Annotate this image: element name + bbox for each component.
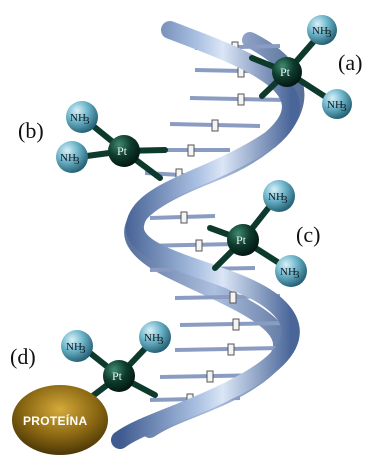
nh3-molecule	[56, 141, 88, 173]
nh3-subscript: 3	[294, 269, 300, 281]
pt-atom	[108, 135, 140, 167]
nh3-subscript: 3	[158, 335, 164, 347]
label-b: (b)	[18, 118, 44, 143]
nh3-label: NH	[60, 152, 76, 164]
nh3-label: NH	[312, 25, 328, 37]
nh3-label: NH	[70, 112, 86, 124]
pt-complex-b: NH 3 NH 3 Pt	[56, 101, 168, 181]
pt-complex-c: NH 3 NH 3 Pt	[207, 180, 307, 287]
label-d: (d)	[10, 344, 36, 369]
pt-label: Pt	[117, 144, 128, 158]
nh3-molecule	[322, 89, 352, 119]
nh3-subscript: 3	[80, 344, 86, 356]
pt-label: Pt	[280, 65, 291, 79]
nh3-subscript: 3	[84, 115, 90, 127]
protein-blob: PROTEÍNA	[12, 385, 108, 455]
nh3-label: NH	[144, 332, 160, 344]
nh3-label: NH	[327, 99, 343, 111]
pt-atom	[272, 57, 302, 87]
pt-label: Pt	[236, 233, 247, 247]
nh3-molecule	[275, 255, 307, 287]
nh3-molecule	[66, 101, 98, 133]
nh3-label: NH	[66, 341, 82, 353]
nh3-molecule	[307, 15, 337, 45]
nh3-molecule	[139, 321, 171, 353]
nh3-subscript: 3	[74, 155, 80, 167]
protein-label: PROTEÍNA	[23, 413, 87, 428]
pt-atom	[103, 360, 135, 392]
nh3-subscript: 3	[341, 102, 347, 114]
pt-complex-d: NH 3 NH 3 Pt	[61, 321, 171, 401]
nh3-label: NH	[280, 266, 296, 278]
label-c: (c)	[296, 222, 321, 247]
nh3-molecule	[61, 330, 93, 362]
nh3-subscript: 3	[326, 28, 332, 40]
pt-label: Pt	[112, 369, 123, 383]
nh3-subscript: 3	[282, 194, 288, 206]
label-a: (a)	[338, 50, 363, 75]
nh3-label: NH	[268, 191, 284, 203]
nh3-molecule	[263, 180, 295, 212]
pt-atom	[227, 224, 259, 256]
dna-front-strand	[111, 21, 300, 449]
pt-complex-a: NH 3 NH 3 Pt	[249, 15, 352, 119]
